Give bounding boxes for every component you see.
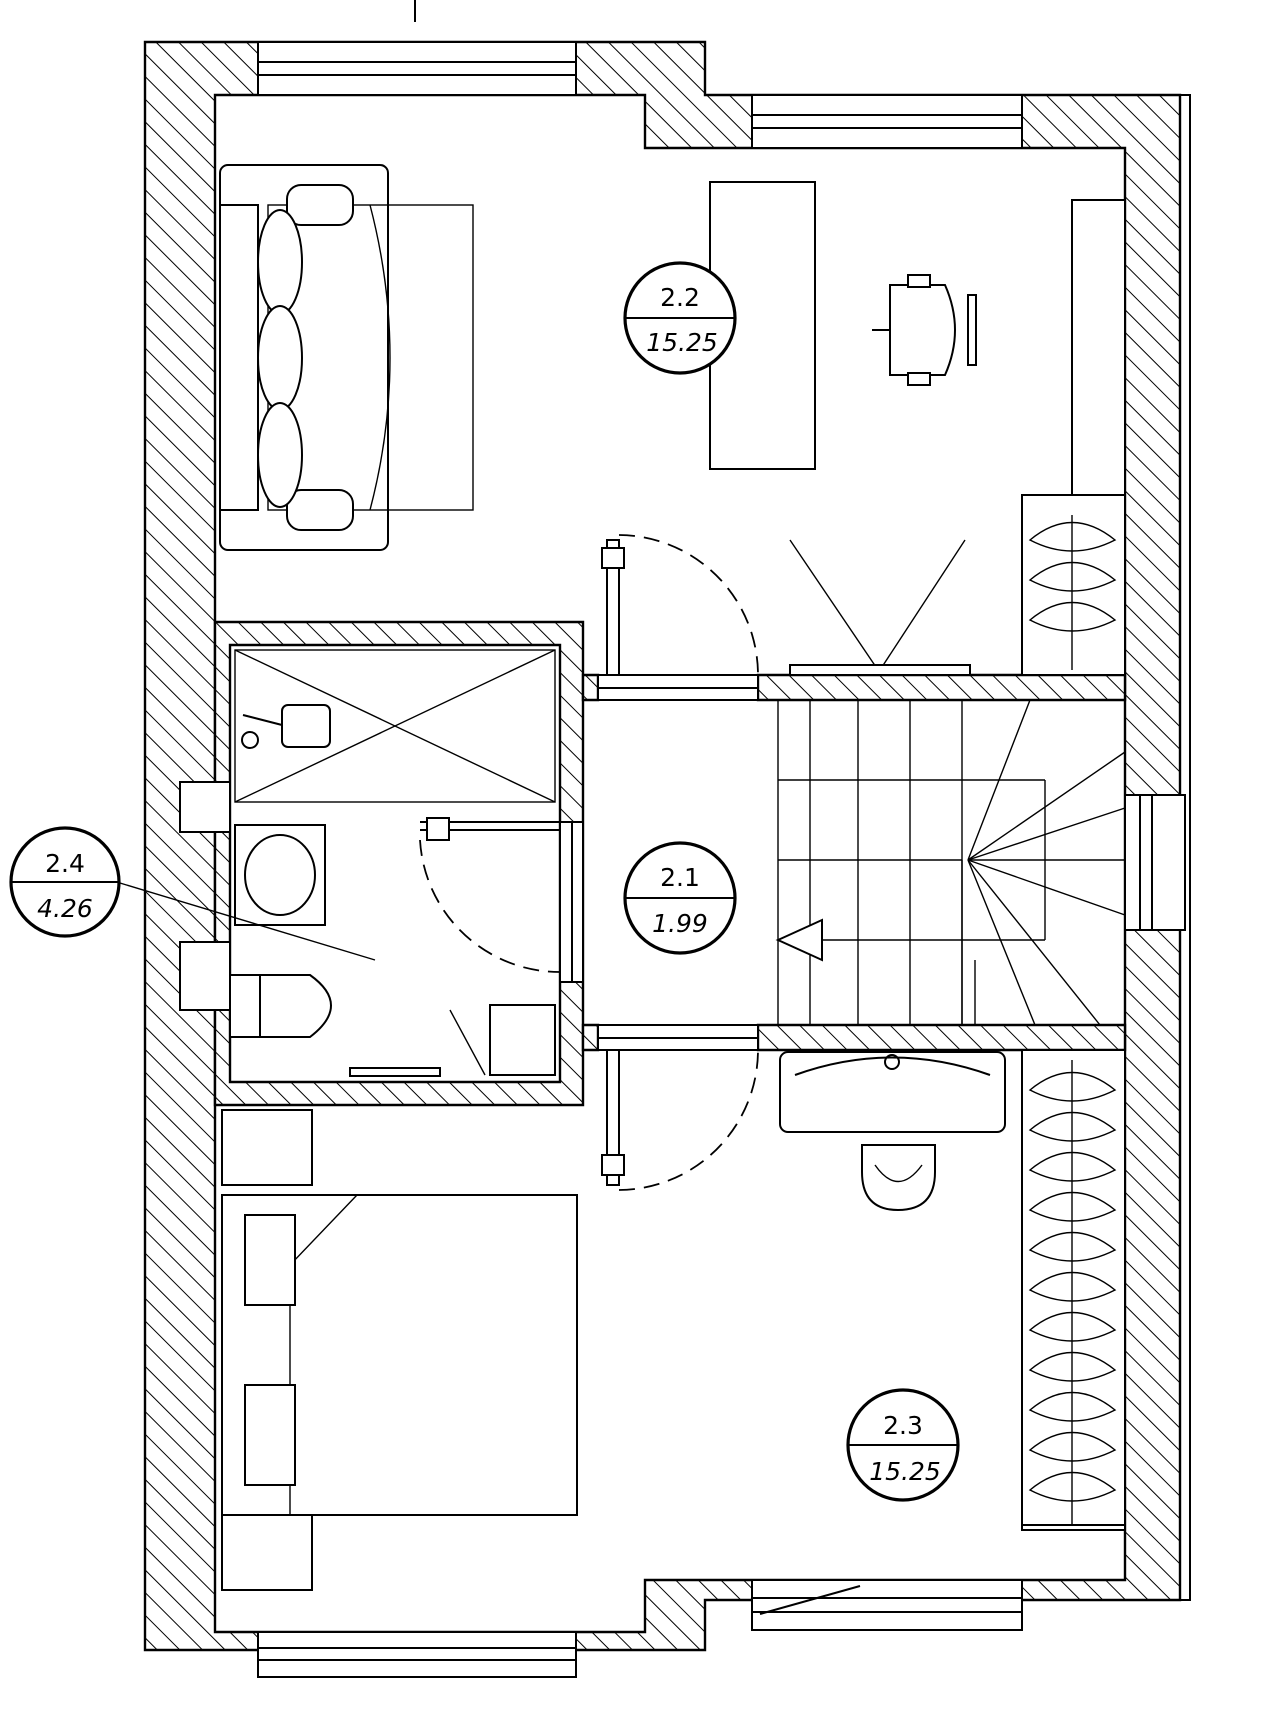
window-right-stair <box>1124 794 1186 931</box>
door-bedroom-2-3 <box>597 1024 759 1191</box>
room-number-2-2: 2.2 <box>660 283 700 312</box>
room-tag-2-3: 2.3 15.25 <box>846 1388 960 1502</box>
leader-line-2-4 <box>109 879 376 961</box>
door-bathroom <box>419 817 584 983</box>
window-bottom-left <box>257 1631 577 1678</box>
wall-niche-lower <box>179 941 231 1011</box>
window-top-left <box>257 41 577 96</box>
attic-skylight-lines <box>789 539 971 676</box>
sofa <box>219 164 474 551</box>
bed <box>221 1109 578 1591</box>
window-top-right <box>751 94 1023 149</box>
room-tag-2-2: 2.2 15.25 <box>623 261 737 375</box>
sink-cabinet <box>779 1051 1006 1133</box>
shelf-2-2 <box>1071 199 1126 496</box>
wall-niche-upper <box>179 781 231 833</box>
bidet <box>861 1144 936 1212</box>
washing-machine <box>234 824 326 926</box>
shower <box>234 649 556 803</box>
hall-wall-left <box>581 673 600 702</box>
wardrobe-2-3 <box>1021 1049 1126 1531</box>
room-number-2-4: 2.4 <box>45 849 85 878</box>
window-bottom-right <box>751 1579 1023 1631</box>
room-area-2-4: 4.26 <box>37 894 93 923</box>
office-chair <box>872 274 977 386</box>
room-area-2-3: 15.25 <box>869 1457 941 1486</box>
stair-wall-bottom <box>756 1023 1127 1052</box>
room-number-2-3: 2.3 <box>883 1411 923 1440</box>
exterior-wall-outline <box>1180 94 1191 1601</box>
toilet <box>229 974 332 1038</box>
staircase <box>775 699 1126 1026</box>
hall-wall-left-bottom <box>581 1023 600 1052</box>
stair-wall-top <box>756 673 1127 702</box>
room-tag-2-1: 2.1 1.99 <box>623 841 737 955</box>
bathroom-diagonal <box>449 1009 486 1076</box>
door-bedroom-2-2 <box>597 534 759 701</box>
room-tag-2-4: 2.4 4.26 <box>9 826 121 938</box>
room-area-2-2: 15.25 <box>646 328 718 357</box>
bathroom-threshold <box>349 1067 441 1077</box>
room-area-2-1: 1.99 <box>652 909 708 938</box>
wardrobe-2-2 <box>1021 494 1126 676</box>
bathroom-cabinet <box>489 1004 556 1076</box>
room-number-2-1: 2.1 <box>660 863 700 892</box>
